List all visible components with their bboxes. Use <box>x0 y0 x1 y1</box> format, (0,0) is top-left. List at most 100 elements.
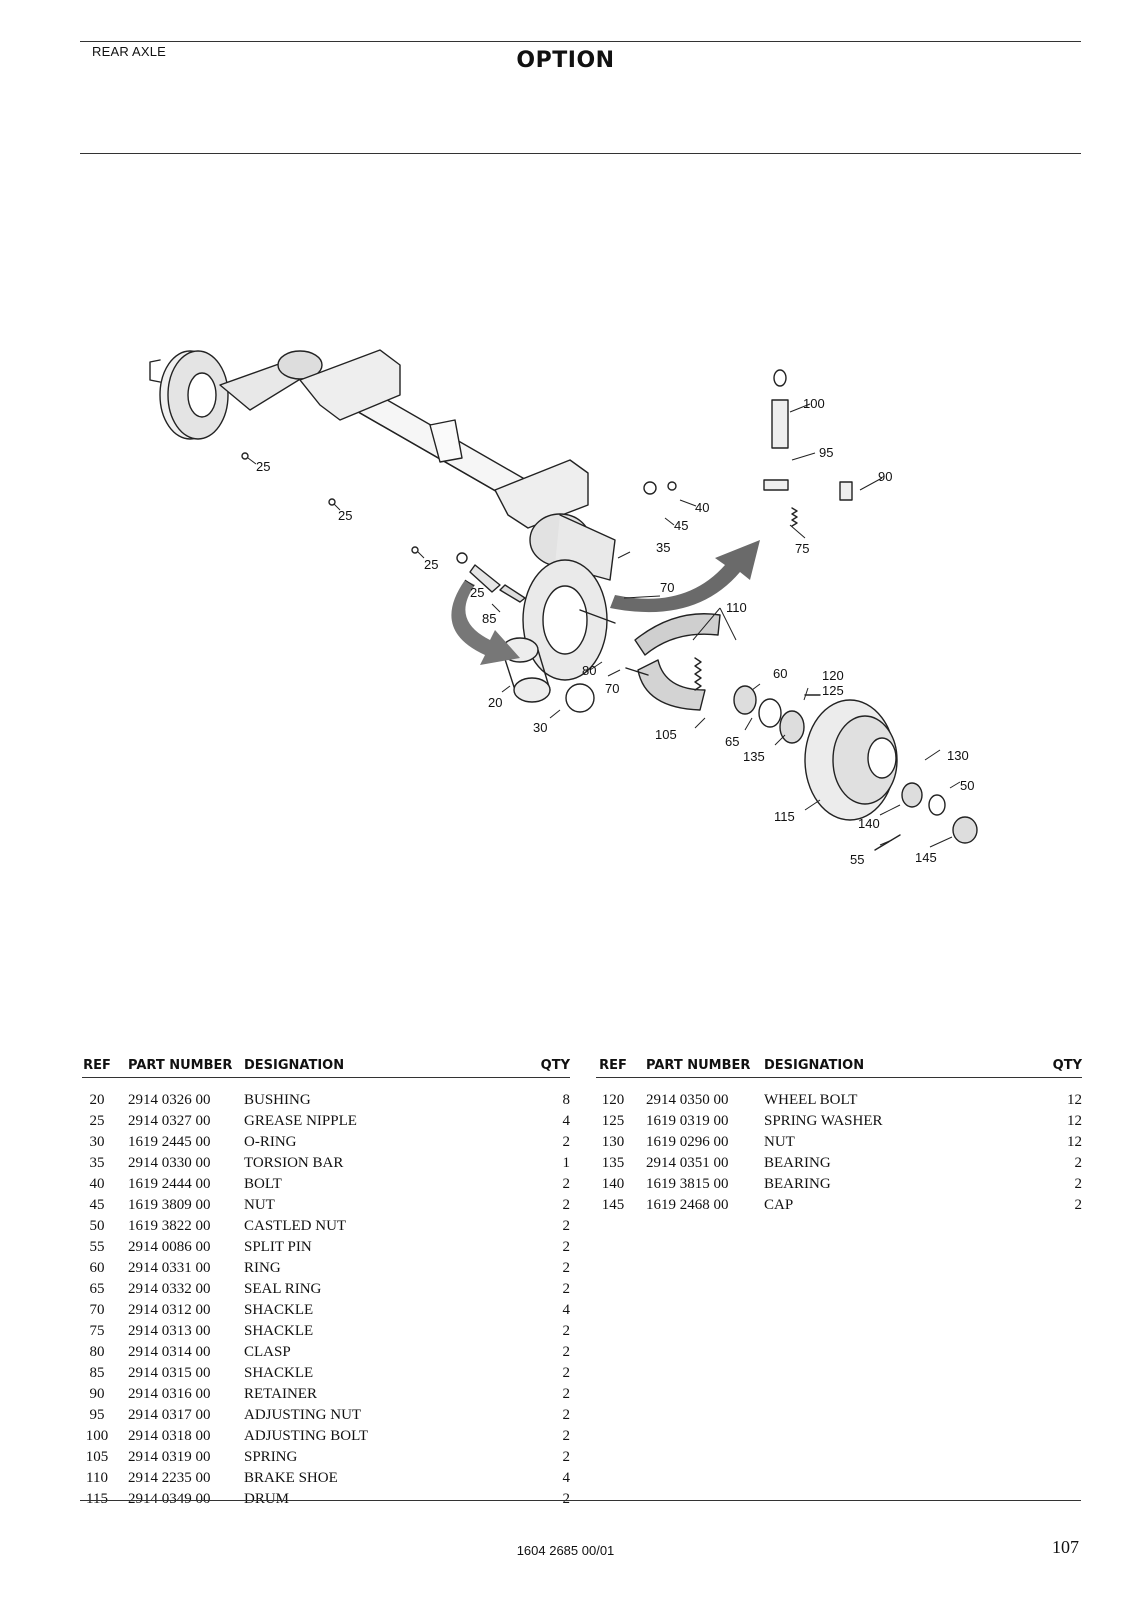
ref-cell: 55 <box>89 1239 105 1255</box>
callout-25-c: 25 <box>424 557 438 572</box>
part-number-cell: 2914 0350 00 <box>646 1092 729 1108</box>
ref-cell: 140 <box>601 1176 625 1192</box>
col-header-ref: REF <box>82 1058 112 1078</box>
callout-25-b: 25 <box>338 508 352 523</box>
part-number-cell: 2914 0313 00 <box>128 1323 211 1339</box>
qty-cell: 2 <box>562 1218 571 1234</box>
header-bottom-rule <box>80 153 1081 154</box>
col-header-part-number: PART NUMBER <box>112 1058 244 1078</box>
col-header-designation: DESIGNATION <box>244 1058 526 1078</box>
col-header-part-number: PART NUMBER <box>630 1058 764 1078</box>
ref-cell: 85 <box>89 1365 105 1381</box>
callout-70-b: 70 <box>605 681 619 696</box>
ref-cell: 100 <box>85 1428 109 1444</box>
qty-cell: 1 <box>562 1155 571 1171</box>
part-number-cell: 2914 0351 00 <box>646 1155 729 1171</box>
ref-cell: 20 <box>89 1092 105 1108</box>
qty-cell: 2 <box>562 1407 571 1423</box>
designation-cell: CAP <box>764 1197 794 1213</box>
table-spacer-cell <box>596 1078 1082 1091</box>
qty-cell: 2 <box>1074 1197 1083 1213</box>
callout-130: 130 <box>947 748 969 763</box>
designation-cell: NUT <box>244 1197 275 1213</box>
qty-cell: 2 <box>562 1386 571 1402</box>
part-number-cell: 2914 0330 00 <box>128 1155 211 1171</box>
designation-cell: ADJUSTING NUT <box>244 1407 362 1423</box>
part-number-cell: 2914 0316 00 <box>128 1386 211 1402</box>
callout-30: 30 <box>533 720 547 735</box>
qty-cell: 2 <box>562 1428 571 1444</box>
callout-105: 105 <box>655 727 677 742</box>
callout-35: 35 <box>656 540 670 555</box>
parts-table-left: REF PART NUMBER DESIGNATION QTY 20 2914 0… <box>82 1058 570 1510</box>
header-top-rule <box>80 41 1081 42</box>
callout-110: 110 <box>726 600 747 615</box>
designation-cell: SHACKLE <box>244 1323 314 1339</box>
designation-cell: GREASE NIPPLE <box>244 1113 357 1129</box>
designation-cell: BEARING <box>764 1155 831 1171</box>
col-header-qty: QTY <box>1032 1058 1082 1078</box>
qty-cell: 12 <box>1067 1092 1082 1108</box>
qty-cell: 4 <box>562 1470 571 1486</box>
qty-cell: 2 <box>562 1344 571 1360</box>
ref-cell: 25 <box>89 1113 105 1129</box>
designation-cell: NUT <box>764 1134 795 1150</box>
qty-cell: 2 <box>562 1449 571 1465</box>
table-spacer-cell <box>82 1078 570 1091</box>
callout-60: 60 <box>773 666 787 681</box>
table-spacer-row <box>82 1078 570 1091</box>
callout-20: 20 <box>488 695 502 710</box>
callout-135: 135 <box>743 749 765 764</box>
part-number-cell: 2914 0317 00 <box>128 1407 211 1423</box>
qty-cell: 2 <box>562 1176 571 1192</box>
ref-cell: 135 <box>601 1155 625 1171</box>
designation-cell: BEARING <box>764 1176 831 1192</box>
designation-cell: SEAL RING <box>244 1281 322 1297</box>
part-number-cell: 1619 3809 00 <box>128 1197 211 1213</box>
designation-cell: SHACKLE <box>244 1365 314 1381</box>
designation-cell: RETAINER <box>244 1386 317 1402</box>
callout-40: 40 <box>695 500 709 515</box>
callout-25-a: 25 <box>256 459 270 474</box>
table-header-row: REF PART NUMBER DESIGNATION QTY <box>82 1058 570 1078</box>
designation-cell: BUSHING <box>244 1092 311 1108</box>
qty-cell: 4 <box>562 1113 571 1129</box>
part-number-cell: 1619 0319 00 <box>646 1113 729 1129</box>
ref-cell: 120 <box>601 1092 625 1108</box>
callout-50: 50 <box>960 778 974 793</box>
table-spacer-row <box>596 1078 1082 1091</box>
qty-cell: 2 <box>562 1239 571 1255</box>
ref-cell: 130 <box>601 1134 625 1150</box>
callout-65: 65 <box>725 734 739 749</box>
qty-cell: 2 <box>562 1491 571 1507</box>
part-number-cell: 1619 0296 00 <box>646 1134 729 1150</box>
ref-cell: 115 <box>86 1491 108 1507</box>
ref-cell: 95 <box>89 1407 105 1423</box>
col-header-designation: DESIGNATION <box>764 1058 1032 1078</box>
callout-80: 80 <box>582 663 596 678</box>
callout-145: 145 <box>915 850 937 865</box>
part-number-cell: 2914 0332 00 <box>128 1281 211 1297</box>
ref-cell: 80 <box>89 1344 105 1360</box>
designation-cell: ADJUSTING BOLT <box>244 1428 369 1444</box>
part-number-cell: 2914 0326 00 <box>128 1092 211 1108</box>
part-number-cell: 2914 0319 00 <box>128 1449 211 1465</box>
ref-cell: 105 <box>85 1449 109 1465</box>
col-header-qty: QTY <box>526 1058 570 1078</box>
qty-cell: 2 <box>562 1281 571 1297</box>
